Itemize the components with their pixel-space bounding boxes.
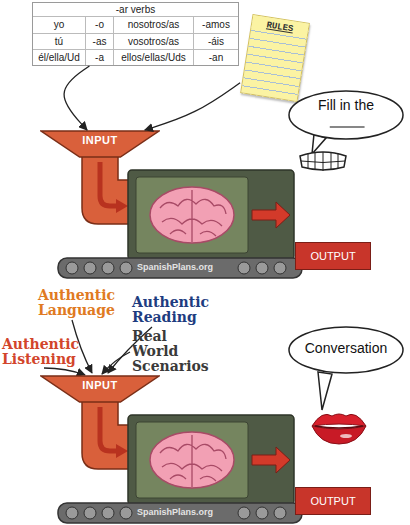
watermark: SpanishPlans.org — [137, 507, 247, 517]
input-source: Authentic Reading — [132, 295, 204, 325]
speech-bubble: Fill in the — [288, 90, 404, 140]
input-source: Authentic Language — [38, 288, 110, 318]
input-arrow — [102, 352, 130, 374]
machine-bottom — [58, 401, 302, 523]
input-arrow — [145, 83, 240, 130]
table-cell: nosotros/as — [113, 17, 193, 33]
lower-lip — [312, 426, 366, 444]
table-cell: tú — [33, 33, 85, 49]
table-cell: -áis — [193, 33, 238, 49]
output-text: OUTPUT — [296, 243, 370, 269]
speech-bubble: Conversation — [288, 326, 404, 374]
table-cell: -an — [193, 49, 238, 65]
upper-lip — [312, 414, 366, 426]
table-text: -ar verbs — [33, 3, 238, 17]
note-text: RULES — [251, 15, 308, 37]
input-funnel: INPUT — [40, 130, 160, 158]
rules-note: RULES — [240, 14, 310, 102]
table-cell: vosotros/as — [113, 33, 193, 49]
table-cell: -as — [85, 33, 113, 49]
bubble-text: Fill in the — [288, 90, 404, 113]
input-arrow — [44, 368, 85, 375]
funnel-text: INPUT — [40, 130, 160, 146]
lips — [312, 414, 366, 444]
input-funnel: INPUT — [40, 375, 160, 403]
output-box: OUTPUT — [295, 242, 371, 270]
watermark: SpanishPlans.org — [137, 262, 247, 272]
bubble-shape — [289, 327, 403, 373]
table-cell: él/ella/Ud — [33, 49, 85, 65]
teeth — [300, 152, 346, 171]
teeth-lines — [301, 152, 345, 171]
table-cell: -amos — [193, 17, 238, 33]
table-cell: yo — [33, 17, 85, 33]
funnel-shape — [41, 376, 159, 402]
output-box: OUTPUT — [295, 487, 371, 515]
table-cell: -o — [85, 17, 113, 33]
blank-line — [330, 126, 365, 127]
lip-highlight — [340, 434, 352, 438]
bubble-text: Conversation — [288, 326, 404, 356]
machine-top — [58, 156, 302, 278]
table-cell: ellos/ellas/Uds — [113, 49, 193, 65]
table-cell: -a — [85, 49, 113, 65]
funnel-text: INPUT — [40, 375, 160, 391]
input-arrow — [64, 66, 89, 130]
conjugation-table: -ar verbsyo-onosotros/as-amos tú-asvosotr… — [32, 2, 239, 66]
teeth-outline — [300, 152, 346, 170]
mouth-line — [315, 426, 363, 428]
input-arrow — [72, 320, 92, 373]
output-text: OUTPUT — [296, 488, 370, 514]
input-source: Real World Scenarios — [132, 329, 206, 374]
input-source: Authentic Listening — [2, 337, 72, 367]
bubble-shape — [289, 91, 403, 139]
bubble-tail — [318, 372, 332, 410]
funnel-shape — [41, 131, 159, 157]
